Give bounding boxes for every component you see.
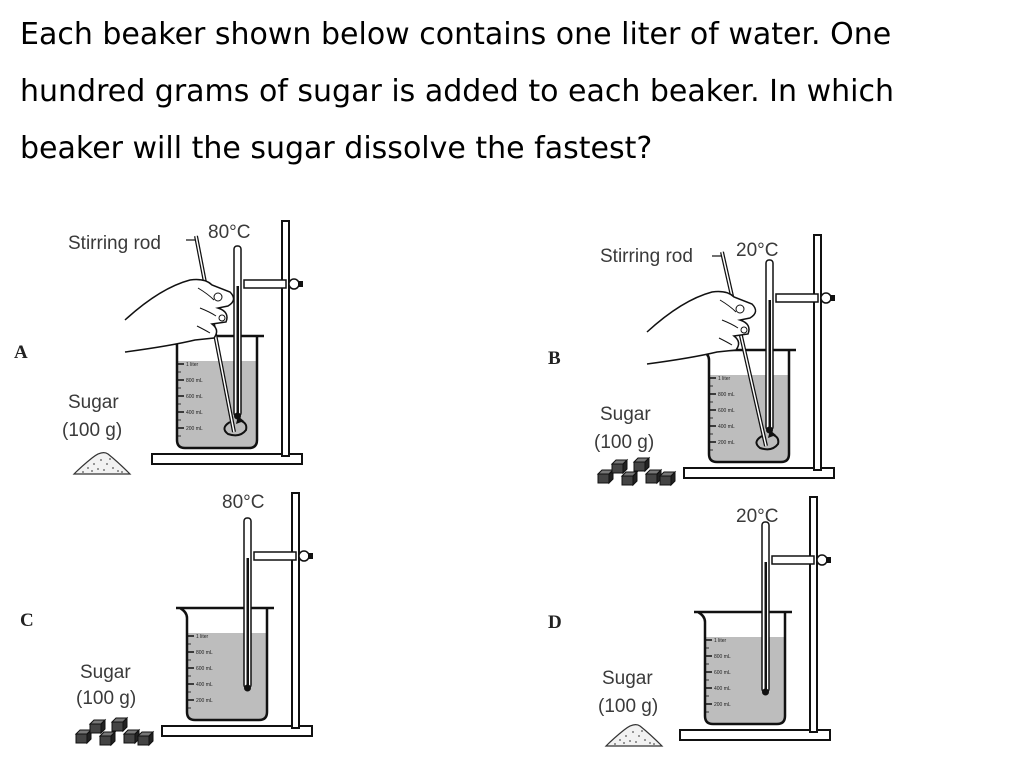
panel-a: A 80°C Stirring rod Sugar (100 g) <box>14 219 305 475</box>
beaker-mark-label: 800 mL <box>196 650 213 656</box>
panel-d-sugar-pile-icon <box>605 724 663 747</box>
beaker-mark-label: 1 liter <box>186 362 199 368</box>
panel-c-apparatus <box>160 491 315 738</box>
panel-b-letter: B <box>548 348 561 369</box>
panel-d-letter: D <box>548 612 562 633</box>
panel-b: B 20°C Stirring rod Sugar (100 g) <box>548 233 837 486</box>
panel-b-sugar-cubes-icon <box>597 457 676 486</box>
beaker-mark-label: 200 mL <box>714 702 731 708</box>
panel-d-sugar-label: Sugar <box>602 668 653 689</box>
panel-d-sugar-amount: (100 g) <box>598 696 658 717</box>
beaker-mark-label: 600 mL <box>714 670 731 676</box>
panel-a-letter: A <box>14 342 28 363</box>
beaker-mark-label: 1 liter <box>714 638 727 644</box>
panel-a-sugar-amount: (100 g) <box>62 420 122 441</box>
panel-d-temperature: 20°C <box>736 506 778 527</box>
panel-c-sugar-cubes-icon <box>75 717 154 746</box>
panel-b-stirring-label: Stirring rod <box>600 246 693 267</box>
beaker-mark-label: 1 liter <box>196 634 209 640</box>
panel-b-hand <box>646 290 757 365</box>
panel-b-sugar-label: Sugar <box>600 404 651 425</box>
panel-a-stirring-label: Stirring rod <box>68 233 161 254</box>
beaker-mark-label: 400 mL <box>196 682 213 688</box>
panel-d: D 20°C Sugar (100 g) <box>548 495 833 747</box>
question-text: Each beaker shown below contains one lit… <box>20 17 894 166</box>
beaker-mark-label: 200 mL <box>718 440 735 446</box>
panel-a-sugar-label: Sugar <box>68 392 119 413</box>
panel-a-temperature: 80°C <box>208 222 250 243</box>
beaker-mark-label: 400 mL <box>714 686 731 692</box>
beaker-mark-label: 1 liter <box>718 376 731 382</box>
panel-b-apparatus <box>682 233 837 480</box>
panel-c-temperature: 80°C <box>222 492 264 513</box>
panel-b-temperature: 20°C <box>736 240 778 261</box>
beaker-mark-label: 400 mL <box>186 410 203 416</box>
panel-c-letter: C <box>20 610 34 631</box>
beaker-mark-label: 800 mL <box>714 654 731 660</box>
beaker-mark-label: 800 mL <box>718 392 735 398</box>
panel-b-sugar-amount: (100 g) <box>594 432 654 453</box>
panel-a-sugar-pile-icon <box>73 452 131 475</box>
beaker-mark-label: 600 mL <box>196 666 213 672</box>
panel-d-apparatus <box>678 495 833 742</box>
beaker-mark-label: 200 mL <box>196 698 213 704</box>
beaker-mark-label: 400 mL <box>718 424 735 430</box>
beaker-mark-label: 600 mL <box>186 394 203 400</box>
panel-c-sugar-amount: (100 g) <box>76 688 136 709</box>
panel-c-sugar-label: Sugar <box>80 662 131 683</box>
panel-c: C 80°C Sugar (100 g) <box>20 491 315 746</box>
beaker-mark-label: 600 mL <box>718 408 735 414</box>
beaker-mark-label: 200 mL <box>186 426 203 432</box>
beaker-mark-label: 800 mL <box>186 378 203 384</box>
